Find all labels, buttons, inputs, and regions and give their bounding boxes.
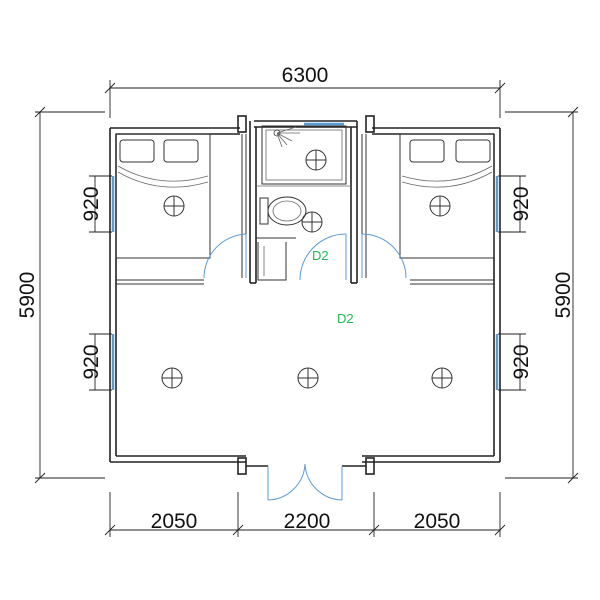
window-right-lower-label: 920: [510, 344, 533, 379]
light-fixture-icon: [305, 149, 327, 171]
light-fixture-icon: [297, 367, 319, 389]
windows: [111, 122, 499, 390]
light-fixture-icon: [161, 367, 183, 389]
left-height-dimension: 5900: [16, 106, 105, 484]
light-fixture-icon: [163, 195, 185, 217]
left-height-label: 5900: [16, 272, 39, 319]
window-left-lower-label: 920: [80, 344, 103, 379]
right-height-dimension: 5900: [505, 106, 579, 484]
top-dimension: 6300: [104, 64, 506, 118]
window-dimensions: 920 920 920 920: [80, 175, 533, 391]
right-height-label: 5900: [552, 272, 575, 319]
light-fixture-icon: [429, 195, 451, 217]
toilet-icon: [259, 196, 307, 226]
window-right-upper-label: 920: [510, 186, 533, 221]
right-bed: [399, 133, 495, 259]
bathroom-door-tag: D2: [312, 248, 329, 263]
top-width-label: 6300: [282, 64, 329, 87]
bottom-dimensions: 2050 2200 2050: [104, 492, 506, 537]
exterior-walls: [109, 115, 501, 475]
window-left-upper-label: 920: [80, 186, 103, 221]
interior-walls: [116, 121, 494, 285]
bottom-middle-label: 2200: [284, 510, 331, 533]
light-fixture-icon: [431, 367, 453, 389]
light-fixture-icon: [301, 211, 323, 233]
hall-door-tag: D2: [337, 311, 354, 326]
left-bed: [115, 133, 211, 259]
doors: [203, 233, 407, 501]
ceiling-lights: [161, 149, 453, 389]
bottom-right-label: 2050: [414, 510, 461, 533]
bottom-left-label: 2050: [151, 510, 198, 533]
shower-head-icon: [273, 126, 300, 148]
